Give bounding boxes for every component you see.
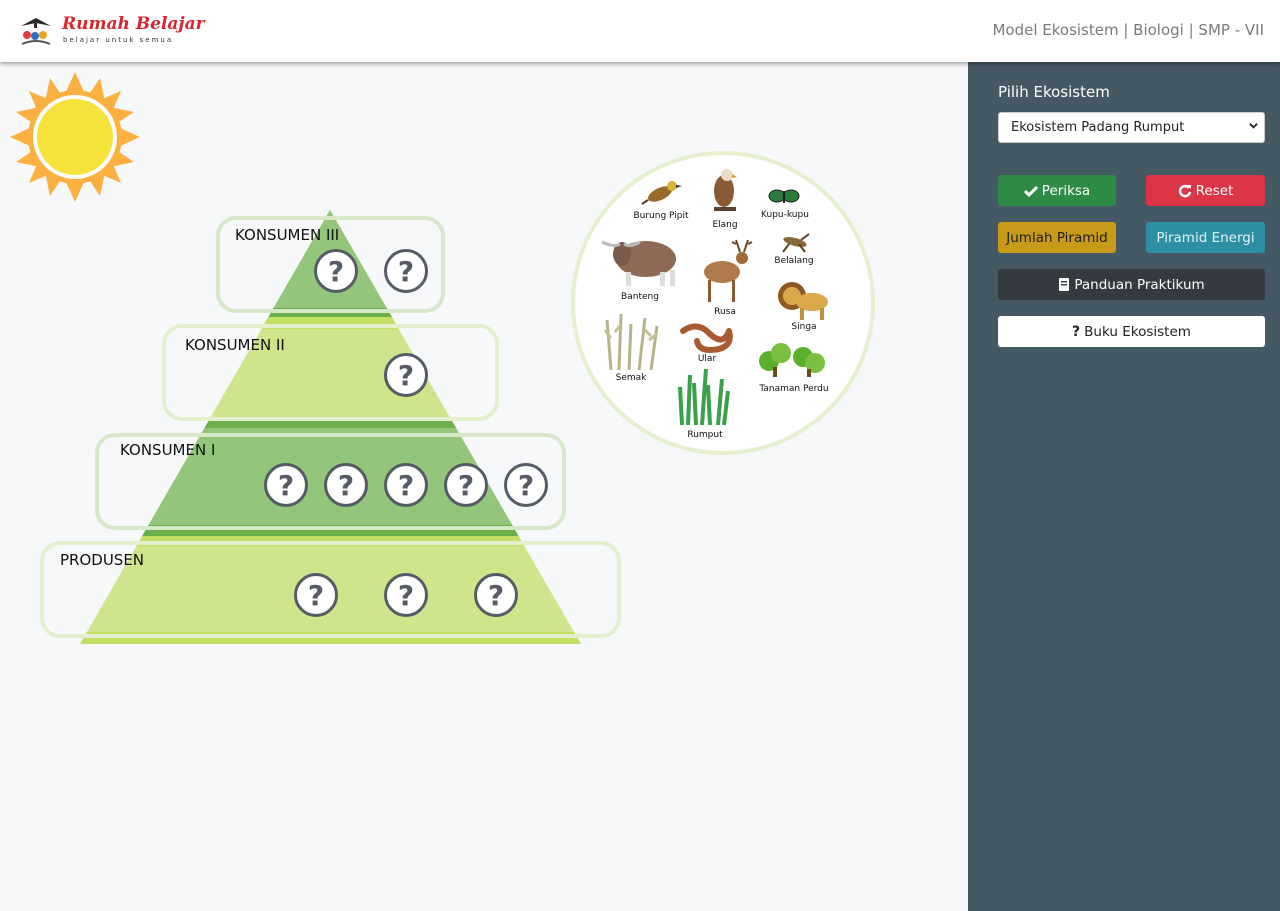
lion-icon[interactable] <box>778 282 828 320</box>
piramid-energi-button[interactable]: Piramid Energi <box>1146 222 1265 253</box>
drop-slot-konsumen-ii-1[interactable]: ? <box>384 353 428 397</box>
organism-label-ular: Ular <box>697 354 717 364</box>
organism-label-singa: Singa <box>791 322 817 332</box>
drop-slot-produsen-2[interactable]: ? <box>384 573 428 617</box>
periksa-button[interactable]: Periksa <box>998 175 1116 206</box>
level-frame-konsumen-iii <box>216 216 445 313</box>
periksa-label: Periksa <box>1041 182 1091 199</box>
reset-label: Reset <box>1195 182 1234 199</box>
deer-icon[interactable] <box>704 239 753 302</box>
organism-label-semak: Semak <box>615 373 647 383</box>
reset-button[interactable]: Reset <box>1146 175 1265 206</box>
logo-tagline: belajar untuk semua <box>63 36 174 44</box>
drop-slot-konsumen-i-4[interactable]: ? <box>444 463 488 507</box>
grass-icon[interactable] <box>678 368 730 426</box>
panel-title: Pilih Ekosistem <box>998 83 1110 101</box>
organism-label-burung-pipit: Burung Pipit <box>633 211 689 221</box>
pyramid-canvas <box>10 72 875 644</box>
drop-slot-konsumen-iii-2[interactable]: ? <box>384 249 428 293</box>
organism-label-banteng: Banteng <box>621 292 659 302</box>
drop-slot-konsumen-i-1[interactable]: ? <box>264 463 308 507</box>
drop-slot-produsen-1[interactable]: ? <box>294 573 338 617</box>
snake-icon[interactable] <box>680 323 733 353</box>
jumlah-piramid-label: Jumlah Piramid <box>1006 229 1108 246</box>
level-label-konsumen-i: KONSUMEN I <box>120 441 216 459</box>
sun-icon <box>10 72 140 202</box>
organism-label-rumput: Rumput <box>687 430 723 440</box>
shrub-icon[interactable] <box>603 313 659 371</box>
buku-ekosistem-button[interactable]: ? Buku Ekosistem <box>998 316 1265 347</box>
logo-title: Rumah Belajar <box>62 14 205 34</box>
bush-icon[interactable] <box>759 343 825 377</box>
bull-icon[interactable] <box>601 240 676 286</box>
app-title: Model Ekosistem | Biologi | SMP - VII <box>992 21 1264 39</box>
butterfly-icon[interactable] <box>768 189 800 203</box>
ecosystem-select[interactable]: Ekosistem Padang Rumput <box>998 112 1265 143</box>
drop-slot-konsumen-i-3[interactable]: ? <box>384 463 428 507</box>
piramid-energi-label: Piramid Energi <box>1156 229 1255 246</box>
organism-label-elang: Elang <box>712 220 738 230</box>
level-label-konsumen-iii: KONSUMEN III <box>235 226 340 244</box>
organism-label-tanaman-perdu: Tanaman Perdu <box>759 384 829 394</box>
level-frame-konsumen-i <box>95 433 566 530</box>
level-frame-konsumen-ii <box>162 324 499 421</box>
organism-label-rusa: Rusa <box>714 307 736 317</box>
jumlah-piramid-button[interactable]: Jumlah Piramid <box>998 222 1116 253</box>
grasshopper-icon[interactable] <box>782 233 810 253</box>
sparrow-icon[interactable] <box>641 181 682 205</box>
panduan-praktikum-label: Panduan Praktikum <box>1074 276 1205 293</box>
level-frame-produsen <box>40 541 621 638</box>
organism-label-kupu-kupu: Kupu-kupu <box>761 210 809 220</box>
drop-slot-konsumen-i-5[interactable]: ? <box>504 463 548 507</box>
book-icon <box>1059 278 1070 291</box>
drop-slot-produsen-3[interactable]: ? <box>474 573 518 617</box>
ecosystem-select-value: Ekosistem Padang Rumput <box>1011 120 1185 135</box>
ecosystem-stage: KONSUMEN III KONSUMEN II KONSUMEN I PROD… <box>0 62 968 911</box>
drop-slot-konsumen-iii-1[interactable]: ? <box>314 249 358 293</box>
question-icon: ? <box>1072 323 1081 340</box>
chevron-down-icon <box>1249 123 1258 129</box>
panduan-praktikum-button[interactable]: Panduan Praktikum <box>998 269 1265 300</box>
check-icon <box>1023 185 1038 197</box>
rumah-belajar-logo[interactable]: Rumah Belajar belajar untuk semua <box>18 12 205 48</box>
organism-pool <box>571 151 875 455</box>
top-bar: Rumah Belajar belajar untuk semua Model … <box>0 0 1280 62</box>
buku-ekosistem-label: Buku Ekosistem <box>1084 323 1191 340</box>
organism-label-belalang: Belalang <box>774 256 814 266</box>
level-label-konsumen-ii: KONSUMEN II <box>185 336 285 354</box>
eagle-icon[interactable] <box>714 169 737 211</box>
refresh-icon <box>1178 184 1191 197</box>
control-panel: Pilih Ekosistem Ekosistem Padang Rumput … <box>968 62 1280 911</box>
level-label-produsen: PRODUSEN <box>60 551 145 569</box>
drop-slot-konsumen-i-2[interactable]: ? <box>324 463 368 507</box>
logo-mark-icon <box>21 18 51 45</box>
